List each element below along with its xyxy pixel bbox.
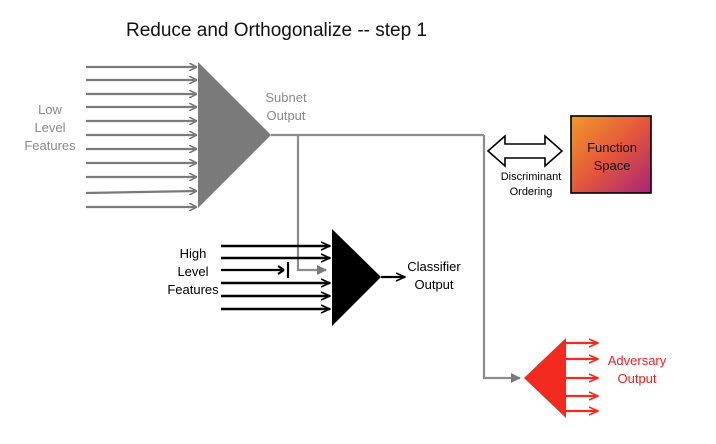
high-level-input-arrows — [221, 246, 330, 309]
subnet-output-label: Subnet Output — [260, 89, 312, 125]
function-space-box — [570, 115, 652, 194]
adversary-line1: Adversary — [607, 353, 667, 368]
diagram-title: Reduce and Orthogonalize -- step 1 — [126, 20, 428, 41]
adversary-triangle — [524, 338, 566, 418]
classifier-output-label: Classifier Output — [402, 258, 466, 294]
subnet-line1: Subnet — [265, 90, 307, 105]
classifier-line1: Classifier — [407, 259, 461, 274]
high-level-line3: Features — [167, 282, 219, 297]
subnet-triangle — [198, 62, 271, 208]
high-level-features-label: High Level Features — [162, 245, 224, 299]
low-level-input-arrows — [85, 67, 196, 207]
low-level-line3: Features — [24, 138, 76, 153]
function-space-label: Function Space — [572, 139, 652, 175]
adversary-output-label: Adversary Output — [602, 352, 672, 388]
low-level-features-label: Low Level Features — [22, 101, 78, 155]
discriminant-line2: Ordering — [509, 186, 553, 198]
discriminant-double-arrow — [486, 134, 564, 168]
low-level-line2: Level — [34, 120, 66, 135]
classifier-triangle — [332, 229, 381, 326]
blocked-feature-line — [221, 262, 290, 278]
function-space-line1: Function — [587, 140, 637, 155]
discriminant-line1: Discriminant — [500, 171, 562, 183]
classifier-line2: Output — [414, 277, 454, 292]
subnet-line2: Output — [266, 108, 306, 123]
high-level-line1: High — [179, 246, 207, 261]
discriminant-ordering-label: Discriminant Ordering — [493, 170, 569, 200]
high-level-line2: Level — [177, 264, 209, 279]
low-level-line1: Low — [38, 102, 62, 117]
adversary-line2: Output — [617, 371, 657, 386]
function-space-line2: Space — [593, 158, 631, 173]
adversary-output-arrows — [566, 343, 598, 411]
subnet-output-paths — [271, 133, 521, 383]
